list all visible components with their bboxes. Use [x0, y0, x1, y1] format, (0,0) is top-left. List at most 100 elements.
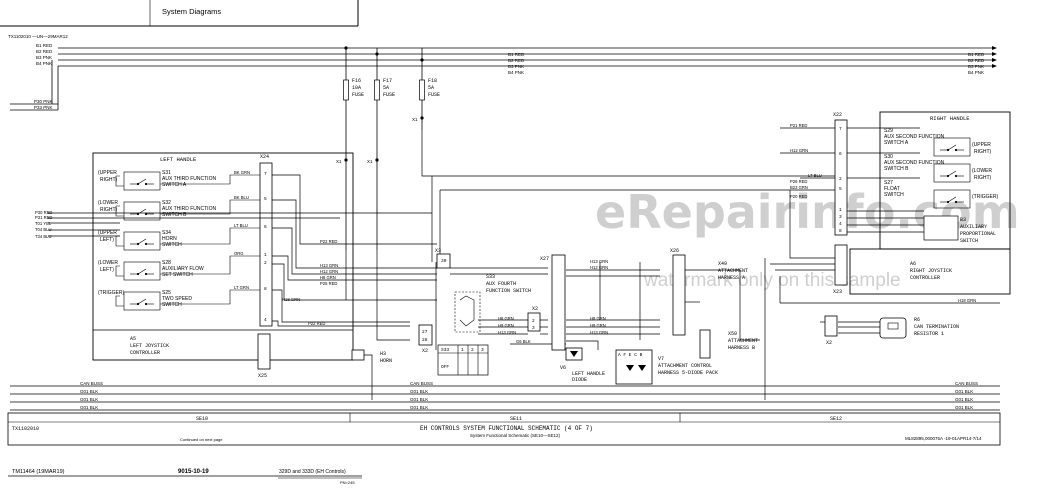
- svg-text:RIGHT HANDLE: RIGHT HANDLE: [930, 115, 970, 122]
- svg-text:V7: V7: [658, 356, 664, 362]
- x22-connector: [834, 119, 848, 236]
- svg-text:H13 GRN: H13 GRN: [320, 263, 338, 268]
- svg-text:HARNESS B: HARNESS B: [728, 345, 755, 351]
- svg-text:LT BLU: LT BLU: [808, 173, 822, 178]
- svg-text:AUX FOURTH: AUX FOURTH: [486, 281, 516, 287]
- switch-name: AUX THIRD FUNCTION: [162, 206, 216, 212]
- r6-resistor: R6 CAN TERMINATION RESISTOR 1: [879, 317, 959, 339]
- svg-text:F17: F17: [383, 78, 392, 84]
- svg-text:H8 GRN: H8 GRN: [320, 275, 336, 280]
- svg-text:329D and 333D (EH Controls): 329D and 333D (EH Controls): [279, 469, 346, 475]
- svg-text:B4 PNK: B4 PNK: [36, 61, 52, 66]
- svg-text:3: 3: [839, 214, 842, 220]
- svg-text:B2 RED: B2 RED: [508, 58, 525, 63]
- svg-text:SE12: SE12: [830, 416, 842, 422]
- central-routing-wires: [272, 130, 1000, 400]
- svg-text:FUSE: FUSE: [428, 92, 440, 98]
- x49-harness: X49 ATTACHMENT HARNESS A: [718, 261, 748, 281]
- switch-position: (LOWER: [972, 168, 992, 174]
- switch-name: AUX SECOND FUNCTION: [884, 160, 945, 166]
- switch-id: S25: [162, 290, 171, 296]
- header-tab: System Diagrams: [0, 0, 359, 27]
- x23-connector: [834, 244, 848, 286]
- switch-id: S30: [884, 154, 893, 160]
- svg-text:H18 GRN: H18 GRN: [958, 298, 976, 303]
- svg-text:P30 RED: P30 RED: [35, 210, 52, 215]
- svg-text:7: 7: [839, 126, 842, 132]
- svg-text:5: 5: [264, 196, 267, 202]
- x2-left-connector: 27 28 X2: [418, 324, 433, 354]
- svg-text:T01 YEL: T01 YEL: [35, 221, 52, 226]
- switch-wire: [160, 289, 260, 305]
- svg-text:28: 28: [422, 337, 428, 343]
- rail-arrows: [992, 46, 997, 68]
- svg-text:10A: 10A: [352, 85, 361, 91]
- svg-text:PROPORTIONAL: PROPORTIONAL: [960, 231, 996, 237]
- svg-text:8: 8: [264, 286, 267, 292]
- fuse-f16: F16 10A FUSE: [343, 48, 364, 250]
- svg-text:H13 GRN: H13 GRN: [590, 259, 608, 264]
- svg-text:B2 RED: B2 RED: [968, 58, 985, 63]
- svg-text:B1 RED: B1 RED: [508, 52, 525, 57]
- s33-state-table: S33 1 2 3 OFF: [437, 344, 489, 376]
- svg-text:H8 GRN: H8 GRN: [590, 316, 606, 321]
- svg-text:RESISTOR 1: RESISTOR 1: [914, 331, 944, 337]
- svg-text:X3: X3: [435, 248, 441, 254]
- svg-text:G01 BLK: G01 BLK: [955, 397, 973, 402]
- title-block: SE10 SE11 SE12 EH CONTROLS SYSTEM FUNCTI…: [7, 412, 1001, 446]
- switch-position: (LOWER: [98, 260, 118, 266]
- x50-harness: X50 ATTACHMENT HARNESS B: [699, 329, 758, 359]
- svg-text:B3 PNK: B3 PNK: [508, 64, 524, 69]
- svg-text:H13 GRN: H13 GRN: [498, 330, 516, 335]
- switch-name-2: SWITCH: [162, 302, 182, 308]
- switch-name: AUX THIRD FUNCTION: [162, 176, 216, 182]
- svg-text:H12 GRN: H12 GRN: [590, 265, 608, 270]
- svg-text:FUSE: FUSE: [352, 92, 364, 98]
- switch-name-2: SWITCH: [884, 192, 904, 198]
- svg-text:F18: F18: [428, 78, 437, 84]
- header-tab-label: System Diagrams: [162, 7, 221, 16]
- fuse-f18: F18 5A FUSE: [419, 48, 440, 130]
- svg-text:ATTACHMENT: ATTACHMENT: [718, 268, 748, 274]
- svg-text:G01 BLK: G01 BLK: [80, 389, 98, 394]
- svg-text:A6: A6: [910, 261, 916, 267]
- switch-position-2: RIGHT): [974, 175, 992, 181]
- svg-text:6: 6: [839, 151, 842, 157]
- x3-connector: 30 X3: [435, 248, 451, 269]
- left-input-wires: [48, 212, 432, 237]
- svg-text:G6 BLK: G6 BLK: [516, 339, 531, 344]
- right-handle-wires: [780, 127, 924, 233]
- svg-text:System Functional Schematic (S: System Functional Schematic (SE10—SE12): [470, 433, 561, 438]
- svg-text:HORN: HORN: [380, 358, 392, 364]
- svg-text:X2: X2: [422, 348, 428, 354]
- svg-text:1: 1: [461, 347, 464, 353]
- switch-wire-label: LT BLU: [234, 223, 248, 228]
- image-ref-top: TX1102010 —UN—29MAR12: [8, 34, 68, 39]
- svg-text:G01 BLK: G01 BLK: [410, 397, 428, 402]
- switch-wire: [160, 227, 260, 245]
- x2-mid-connector: 2 3 X2: [527, 306, 541, 332]
- switch-position-2: RIGHT): [100, 207, 118, 213]
- svg-text:SWITCH: SWITCH: [960, 238, 978, 244]
- svg-text:2: 2: [264, 260, 267, 266]
- svg-text:1: 1: [839, 207, 842, 213]
- x27-connector: X27: [540, 254, 566, 351]
- svg-text:CONTROLLER: CONTROLLER: [910, 275, 940, 281]
- svg-text:9015-10-19: 9015-10-19: [178, 469, 209, 475]
- right-switch-s27: [933, 189, 971, 209]
- top-left-wire-labels: B1 RED B2 RED B3 PNK B4 PNK P30 PNK P33 …: [34, 43, 53, 110]
- svg-text:FUNCTION SWITCH: FUNCTION SWITCH: [486, 288, 531, 294]
- svg-text:P20 RED: P20 RED: [790, 194, 807, 199]
- top-right-wire-labels: B1 RED B2 RED B3 PNK B4 PNK: [968, 52, 985, 75]
- svg-text:P21 RED: P21 RED: [790, 123, 807, 128]
- svg-text:CAN BUSS: CAN BUSS: [80, 381, 103, 386]
- switch-position-2: LEFT): [100, 267, 114, 273]
- svg-text:RIGHT JOYSTICK: RIGHT JOYSTICK: [910, 268, 952, 274]
- switch-return: [115, 265, 124, 277]
- svg-text:S33: S33: [486, 274, 495, 280]
- svg-text:1: 1: [264, 252, 267, 258]
- switch-name: AUXILIARY FLOW: [162, 266, 204, 272]
- switch-position: (UPPER: [98, 170, 117, 176]
- svg-text:G01 BLK: G01 BLK: [410, 405, 428, 410]
- svg-text:H9 GRN: H9 GRN: [498, 323, 514, 328]
